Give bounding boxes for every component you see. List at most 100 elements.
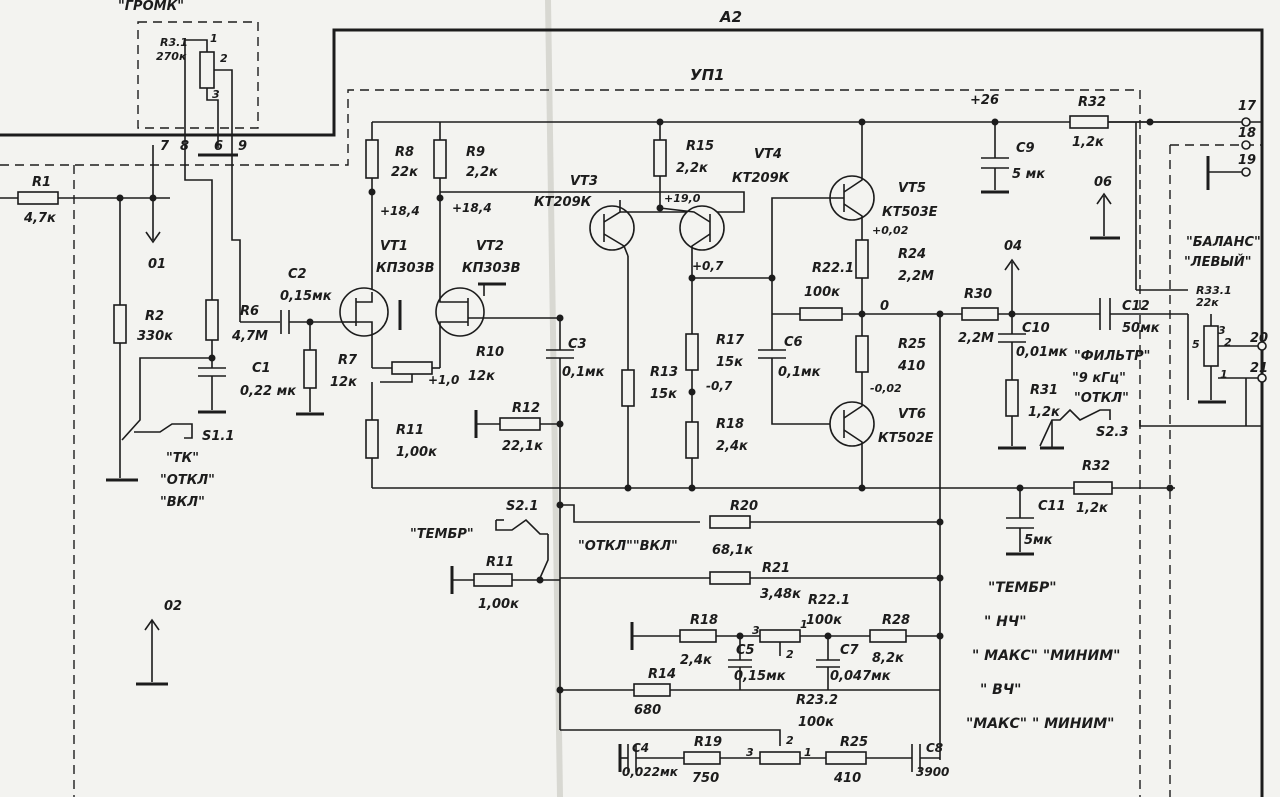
r13-value: 15к	[650, 387, 678, 402]
r3-1-value: 270к	[156, 50, 187, 63]
s2-3-label-filter: "ФИЛЬТР"	[1074, 349, 1150, 364]
c4-value-text: 0,022мк	[622, 765, 679, 779]
r33-pin-3: 3	[1218, 324, 1226, 337]
block-up1-label: УП1	[690, 66, 725, 84]
pot-pin-2: 2	[220, 52, 228, 65]
v-vt3-base: +19,0	[664, 192, 701, 205]
c1-ref: C1	[252, 361, 271, 376]
r23-2-value-text: 100к	[798, 715, 835, 730]
tp-04: 04	[1004, 239, 1022, 254]
block-up1-boundary: УП1	[0, 66, 1262, 797]
pot-pin-3: 3	[212, 88, 220, 101]
c10-value: 0,01мк	[1016, 345, 1069, 360]
c12-ref: C12	[1122, 299, 1150, 314]
resistor-r1	[17, 191, 59, 205]
r29-ref: R30	[964, 287, 992, 302]
r9-value: 12к	[468, 369, 496, 384]
pot-pin-1: 1	[210, 32, 218, 45]
resistor-r13	[621, 369, 635, 407]
s2-3-label-9khz: "9 кГц"	[1072, 371, 1126, 386]
resistor-r27	[855, 335, 869, 373]
c1-value: 0,22 мк	[240, 384, 297, 399]
balance-label-1: "БАЛАНС"	[1186, 235, 1261, 250]
r20-ref: R20	[730, 499, 758, 514]
r12-value: 22,1к	[502, 439, 544, 454]
pin-19-terminal	[1241, 167, 1251, 177]
pin-8: 8	[180, 139, 189, 154]
r31-ref: R32	[1078, 95, 1106, 110]
tp-01: 01	[148, 257, 166, 272]
c9-ref: C9	[1016, 141, 1035, 156]
r29-value: 2,2М	[958, 331, 994, 346]
r23-pin-1: 1	[804, 746, 812, 759]
resistor-r33-1	[1203, 325, 1219, 367]
resistor-r16	[685, 333, 699, 371]
transistor-vt6	[829, 400, 875, 488]
r25-ref-text: R25	[840, 735, 868, 750]
resistor-r30	[1005, 379, 1019, 417]
transistor-vt3	[440, 191, 745, 257]
vt5-type: КТ503Е	[882, 205, 938, 220]
r17-ref: R18	[716, 417, 744, 432]
r31-value: 1,2к	[1072, 135, 1105, 150]
r14-ref-text: R14	[648, 667, 676, 682]
r17-value: 2,4к	[716, 439, 749, 454]
transistor-vt4	[659, 205, 725, 278]
r11-ref-text: R11	[486, 555, 514, 570]
c3-value: 0,1мк	[562, 365, 606, 380]
vt2-type: КП303В	[462, 261, 521, 276]
transistor-vt5	[771, 175, 875, 240]
transistor-vt2	[435, 282, 560, 368]
vt6-ref: VT6	[898, 407, 926, 422]
r33-pin-2: 2	[1224, 336, 1232, 349]
s2-1-label-tembr: "ТЕМБР"	[410, 527, 474, 542]
vt4-ref: VT4	[754, 147, 782, 162]
r12-ref: R12	[512, 401, 540, 416]
v-r16-bottom: -0,7	[706, 379, 733, 393]
supply-label: +26	[970, 93, 999, 108]
r22-pin-2: 2	[786, 648, 794, 661]
tp-02: 02	[164, 599, 182, 614]
s1-1-label-tk: "ТК"	[166, 451, 199, 466]
s2-3-ref: S2.3	[1096, 425, 1128, 440]
s2-1-ref: S2.1	[506, 499, 538, 514]
r22-pin-1: 1	[800, 618, 808, 631]
v-vt4-emitter: +0,7	[692, 259, 724, 273]
r15-ref: R15	[686, 139, 714, 154]
resistor-r22-1	[759, 629, 801, 643]
r26-ref: R24	[898, 247, 926, 262]
r21-ref: R21	[762, 561, 790, 576]
r28-value-text: 8,2к	[872, 651, 905, 666]
v-vt6-emitter: -0,02	[870, 382, 902, 395]
r26-value: 2,2М	[898, 269, 934, 284]
r14-value-text: 680	[634, 703, 661, 718]
r23-2-ref-text: R23.2	[796, 693, 838, 708]
r8-value: 1,00к	[396, 445, 438, 460]
c11-ref: C11	[1038, 499, 1066, 514]
r18-value-text: 2,4к	[680, 653, 713, 668]
r28-ref-text: R28	[882, 613, 910, 628]
pin-17: 17	[1238, 99, 1257, 114]
r27-value: 410	[897, 359, 925, 374]
r10-ref: R9	[466, 145, 485, 160]
pin-6: 6	[214, 139, 223, 154]
pin-17-terminal	[1241, 117, 1251, 127]
vt1-type: КП303В	[376, 261, 435, 276]
c4-ref-text: C4	[632, 741, 649, 755]
vt3-ref: VT3	[570, 174, 598, 189]
resistor-r24	[799, 307, 843, 321]
v-vt5-emitter: +0,02	[872, 224, 909, 237]
r22-pin-3: 3	[752, 624, 760, 637]
vt1-ref: VT1	[380, 239, 408, 254]
r8-ref: R11	[396, 423, 424, 438]
r22-1-ref-text: R22.1	[808, 593, 850, 608]
r16-value: 15к	[716, 355, 744, 370]
resistor-r10	[433, 139, 447, 179]
r33-1-ref: R33.1	[1196, 284, 1232, 297]
c5-ref-text: C5	[736, 643, 755, 658]
r33-pin-1: 1	[1220, 368, 1228, 381]
c11-value: 5мк	[1024, 533, 1054, 548]
r16-ref: R17	[716, 333, 745, 348]
r32-ref-text: R32	[1082, 459, 1110, 474]
